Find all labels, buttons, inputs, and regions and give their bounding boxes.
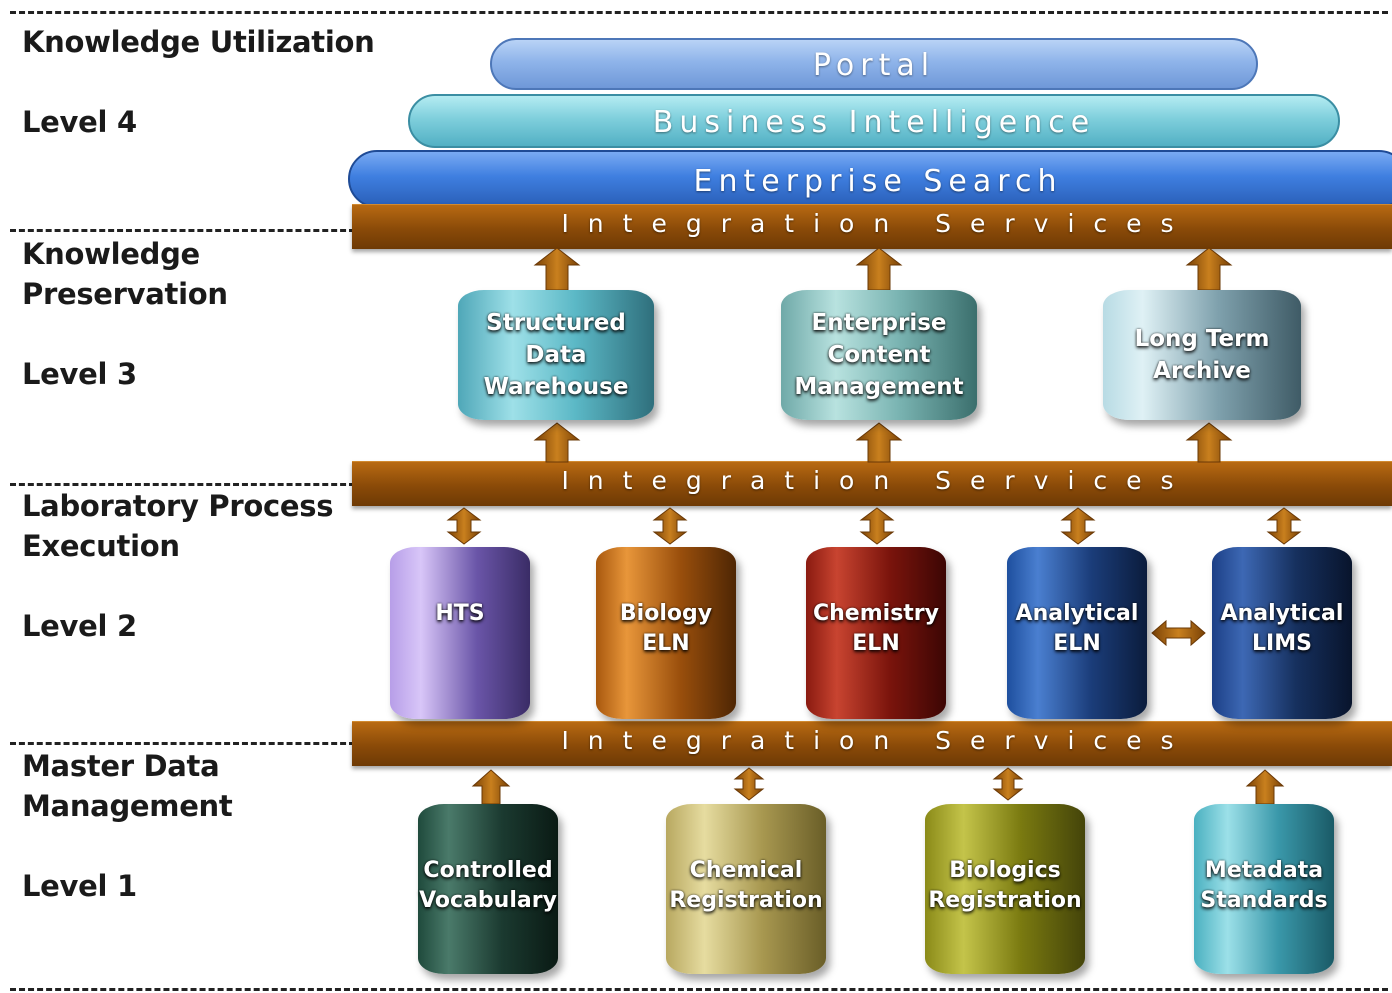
enterprise-content-management-label: Enterprise Content Management bbox=[794, 310, 964, 400]
divider-top bbox=[10, 11, 1388, 14]
arrow-up-icon bbox=[1185, 422, 1233, 463]
controlled-vocabulary-label: Controlled Vocabulary bbox=[419, 858, 557, 913]
structured-data-warehouse-label: Structured Data Warehouse bbox=[483, 310, 629, 400]
biology-eln-system: Biology ELN bbox=[596, 547, 736, 719]
divider-level4-level3 bbox=[10, 229, 355, 232]
arrow-up-icon bbox=[1245, 769, 1285, 805]
metadata-standards-label: Metadata Standards bbox=[1200, 858, 1328, 913]
enterprise-content-management-store: Enterprise Content Management bbox=[781, 290, 977, 420]
divider-level2-level1 bbox=[10, 742, 355, 745]
hts-label: HTS bbox=[435, 601, 485, 626]
arrow-bidirectional-icon bbox=[446, 507, 482, 545]
analytical-eln-system: Analytical ELN bbox=[1007, 547, 1147, 719]
integration-services-bar-top: Integration Services bbox=[352, 204, 1392, 249]
tier-level-3: Level 3 bbox=[22, 357, 137, 391]
integration-services-label: Integration Services bbox=[561, 726, 1193, 755]
analytical-eln-label: Analytical ELN bbox=[1015, 601, 1139, 656]
arrow-up-icon bbox=[533, 247, 581, 291]
tier-name-knowledge-utilization: Knowledge Utilization bbox=[22, 25, 375, 59]
chemistry-eln-system: Chemistry ELN bbox=[806, 547, 946, 719]
integration-services-label: Integration Services bbox=[561, 466, 1193, 495]
divider-bottom bbox=[10, 988, 1388, 991]
integration-services-bar-bottom: Integration Services bbox=[352, 721, 1392, 766]
tier-name-master-data-management: Master Data Management bbox=[22, 749, 233, 823]
chemistry-eln-label: Chemistry ELN bbox=[813, 601, 939, 656]
controlled-vocabulary-source: Controlled Vocabulary bbox=[418, 804, 558, 974]
arrow-up-icon bbox=[533, 422, 581, 463]
portal-label: Portal bbox=[812, 48, 936, 83]
arrow-horizontal-icon bbox=[1151, 619, 1206, 647]
arrow-up-icon bbox=[471, 769, 511, 805]
arrow-bidirectional-icon bbox=[1266, 507, 1302, 545]
arrow-up-icon bbox=[855, 422, 903, 463]
portal-layer: Portal bbox=[490, 38, 1258, 90]
tier-level-1: Level 1 bbox=[22, 869, 137, 903]
biologics-registration-source: Biologics Registration bbox=[925, 804, 1085, 974]
tier-name-knowledge-preservation: Knowledge Preservation bbox=[22, 237, 228, 311]
chemical-registration-label: Chemical Registration bbox=[669, 858, 823, 913]
analytical-lims-label: Analytical LIMS bbox=[1220, 601, 1344, 656]
divider-level3-level2 bbox=[10, 483, 355, 486]
structured-data-warehouse-store: Structured Data Warehouse bbox=[458, 290, 654, 420]
enterprise-search-label: Enterprise Search bbox=[693, 164, 1063, 199]
business-intelligence-label: Business Intelligence bbox=[652, 105, 1096, 140]
arrow-bidirectional-icon bbox=[733, 767, 765, 801]
arrow-up-icon bbox=[855, 247, 903, 291]
biology-eln-label: Biology ELN bbox=[619, 601, 713, 656]
long-term-archive-store: Long Term Archive bbox=[1103, 290, 1301, 420]
tier-level-2: Level 2 bbox=[22, 609, 137, 643]
arrow-bidirectional-icon bbox=[1060, 507, 1096, 545]
integration-services-label: Integration Services bbox=[561, 209, 1193, 238]
business-intelligence-layer: Business Intelligence bbox=[408, 94, 1340, 148]
arrow-bidirectional-icon bbox=[859, 507, 895, 545]
arrow-bidirectional-icon bbox=[652, 507, 688, 545]
metadata-standards-source: Metadata Standards bbox=[1194, 804, 1334, 974]
chemical-registration-source: Chemical Registration bbox=[666, 804, 826, 974]
tier-name-laboratory-process-execution: Laboratory Process Execution bbox=[22, 489, 334, 563]
arrow-bidirectional-icon bbox=[992, 767, 1024, 801]
hts-system: HTS bbox=[390, 547, 530, 719]
tier-level-4: Level 4 bbox=[22, 105, 137, 139]
integration-services-bar-middle: Integration Services bbox=[352, 461, 1392, 506]
long-term-archive-label: Long Term Archive bbox=[1134, 326, 1270, 384]
arrow-up-icon bbox=[1185, 247, 1233, 291]
biologics-registration-label: Biologics Registration bbox=[928, 858, 1082, 913]
analytical-lims-system: Analytical LIMS bbox=[1212, 547, 1352, 719]
enterprise-search-layer: Enterprise Search bbox=[348, 150, 1392, 208]
